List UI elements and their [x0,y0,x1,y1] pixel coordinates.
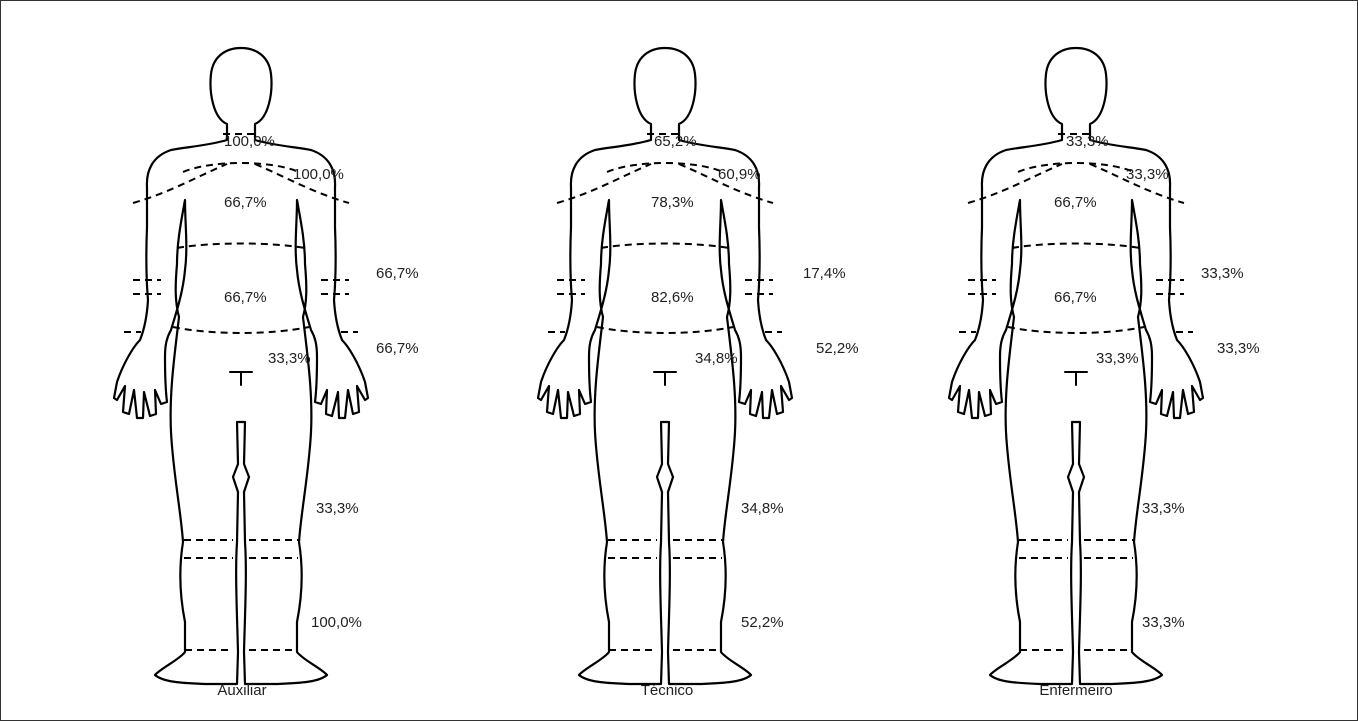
label-upper-back: 78,3% [651,194,694,211]
label-elbow: 66,7% [376,265,419,282]
label-ankle: 100,0% [311,614,362,631]
label-knee: 33,3% [316,500,359,517]
caption-auxiliar: Auxiliar [217,682,266,699]
label-lower-back: 66,7% [224,289,267,306]
label-ankle: 33,3% [1142,614,1185,631]
caption-enfermeiro: Enfermeiro [1039,682,1112,699]
label-elbow: 17,4% [803,265,846,282]
label-shoulder: 33,3% [1126,166,1169,183]
label-wrist: 33,3% [1217,340,1260,357]
figure-enfermeiro: 33,3% 33,3% 66,7% 33,3% 66,7% 33,3% 33,3… [949,48,1260,699]
label-knee: 33,3% [1142,500,1185,517]
label-ankle: 52,2% [741,614,784,631]
label-neck: 33,3% [1066,133,1109,150]
label-lower-back: 82,6% [651,289,694,306]
label-shoulder: 100,0% [293,166,344,183]
label-knee: 34,8% [741,500,784,517]
figure-tecnico: 65,2% 60,9% 78,3% 17,4% 82,6% 52,2% 34,8… [538,48,859,699]
label-wrist: 66,7% [376,340,419,357]
label-elbow: 33,3% [1201,265,1244,282]
label-hip: 33,3% [268,350,311,367]
label-shoulder: 60,9% [718,166,761,183]
label-lower-back: 66,7% [1054,289,1097,306]
label-upper-back: 66,7% [1054,194,1097,211]
label-wrist: 52,2% [816,340,859,357]
caption-tecnico: Técnico [641,682,694,699]
label-neck: 65,2% [654,133,697,150]
label-neck: 100,0% [224,133,275,150]
label-upper-back: 66,7% [224,194,267,211]
figure-auxiliar: 100,0% 100,0% 66,7% 66,7% 66,7% 66,7% 33… [114,48,419,699]
label-hip: 34,8% [695,350,738,367]
label-hip: 33,3% [1096,350,1139,367]
